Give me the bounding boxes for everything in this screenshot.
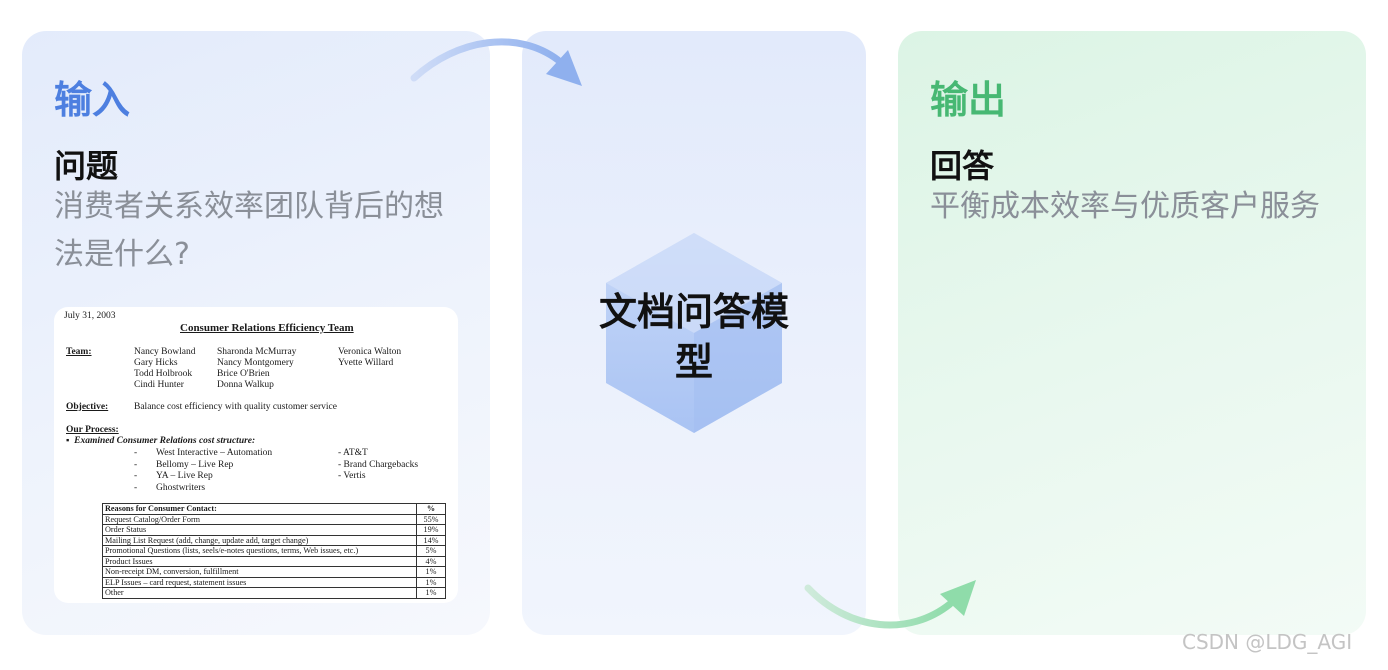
arrow-input-to-model-icon [410,38,582,86]
model-label: 文档问答模型 [598,290,789,384]
hexagon-side-face [694,283,782,433]
hexagon-cube-icon [606,233,782,433]
team-member: Nancy Montgomery [217,358,294,368]
doc-process-list: - AT&T - Brand Chargebacks - Vertis [338,448,418,483]
process-item: Bellomy – Live Rep [156,459,234,470]
table-cell: Mailing List Request (add, change, updat… [102,534,417,546]
table-cell: Non-receipt DM, conversion, fulfillment [102,566,417,578]
process-item: YA – Live Rep [156,471,213,481]
doc-team-column: Veronica Walton Yvette Willard [338,347,401,369]
table-cell: 14% [416,534,446,546]
table-cell: Order Status [102,524,417,536]
doc-objective-label: Objective: [66,402,109,412]
table-row: Promotional Questions (lists, seels/e-no… [102,545,446,557]
doc-date: July 31, 2003 [64,311,116,321]
table-cell: 1% [416,576,446,588]
process-item: - Vertis [338,471,366,481]
table-cell: 55% [416,513,446,525]
doc-process-list: -West Interactive – Automation -Bellomy … [134,448,273,493]
output-title: 输出 [930,78,1007,122]
table-row: Order Status 19% [102,524,446,536]
table-cell: 5% [416,545,446,557]
team-member: Brice O'Brien [217,369,270,379]
doc-process-bullet-text: Examined Consumer Relations cost structu… [74,436,256,446]
table-cell: 19% [416,524,446,536]
arrow-model-to-output-icon [804,580,976,629]
question-text: 消费者关系效率团队背后的想法是什么? [54,189,444,272]
document-image: July 31, 2003 Consumer Relations Efficie… [54,307,458,603]
table-header-cell: Reasons for Consumer Contact: [102,503,417,515]
team-member: Gary Hicks [134,358,178,368]
table-row: ELP Issues – card request, statement iss… [102,576,446,588]
doc-process-label: Our Process: [66,425,119,435]
team-member: Cindi Hunter [134,380,184,390]
table-row: Request Catalog/Order Form 55% [102,513,446,525]
doc-team-column: Nancy Bowland Gary Hicks Todd Holbrook C… [134,347,195,391]
doc-process-bullet: ▪ Examined Consumer Relations cost struc… [66,436,256,446]
table-cell: Promotional Questions (lists, seels/e-no… [102,545,417,557]
doc-objective: Balance cost efficiency with quality cus… [134,402,337,412]
table-cell: Other [102,587,417,599]
table-cell: 4% [416,555,446,567]
output-panel: 输出 回答 平衡成本效率与优质客户服务 [898,31,1366,635]
team-member: Yvette Willard [338,358,394,368]
model-panel: 文档问答模型 [522,31,866,635]
table-cell: ELP Issues – card request, statement iss… [102,576,417,588]
team-member: Nancy Bowland [134,347,196,357]
table-row: Non-receipt DM, conversion, fulfillment … [102,566,446,578]
team-member: Todd Holbrook [134,369,193,379]
answer-text: 平衡成本效率与优质客户服务 [930,189,1320,224]
team-member: Veronica Walton [338,347,402,357]
table-cell: 1% [416,587,446,599]
answer-label: 回答 [930,147,995,185]
doc-title: Consumer Relations Efficiency Team [180,322,354,334]
table-cell: Request Catalog/Order Form [102,513,417,525]
table-row: Product Issues 4% [102,555,446,567]
table-cell: Product Issues [102,555,417,567]
table-cell: 1% [416,566,446,578]
process-item: Ghostwriters [156,482,206,493]
process-item: - AT&T [338,448,368,458]
process-item: West Interactive – Automation [156,448,273,458]
table-header-cell: % [416,503,446,515]
watermark: CSDN @LDG_AGI [1182,630,1353,654]
input-title: 输入 [54,78,131,122]
doc-team-label: Team: [66,347,92,357]
doc-contact-table: Reasons for Consumer Contact: % Request … [102,503,446,599]
team-member: Sharonda McMurray [217,347,297,357]
table-header-row: Reasons for Consumer Contact: % [102,503,446,515]
table-row: Mailing List Request (add, change, updat… [102,534,446,546]
doc-team-column: Sharonda McMurray Nancy Montgomery Brice… [217,347,296,391]
question-label: 问题 [54,147,119,185]
input-panel: 输入 问题 消费者关系效率团队背后的想法是什么? July 31, 2003 C… [22,31,490,635]
team-member: Donna Walkup [217,380,274,390]
process-item: - Brand Chargebacks [338,459,419,470]
table-row: Other 1% [102,587,446,599]
